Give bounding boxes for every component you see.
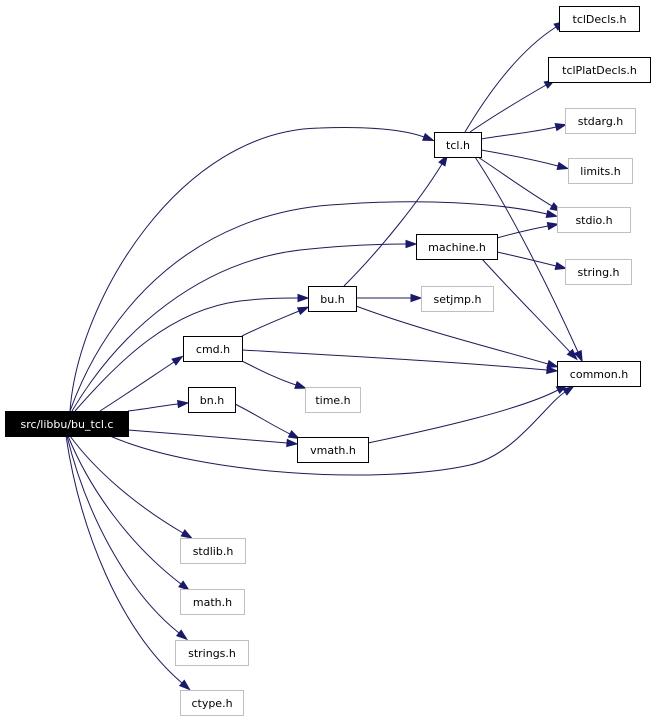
edge-vmath-h-to-common-h — [367, 384, 569, 444]
node-string-h: string.h — [565, 259, 632, 285]
edge-bu-tcl-c-to-ctype-h — [65, 435, 191, 691]
edge-bu-tcl-c-to-common-h — [109, 385, 575, 476]
edge-cmd-h-to-common-h — [241, 349, 559, 375]
edge-bu-h-to-setjmp-h — [355, 293, 423, 303]
node-label: tcl.h — [446, 139, 470, 152]
node-ctype-h: ctype.h — [180, 690, 244, 716]
edge-bu-tcl-c-to-math-h — [67, 435, 191, 591]
node-label: tclDecls.h — [573, 13, 627, 26]
edges-layer — [65, 20, 583, 691]
edge-bu-h-to-common-h — [355, 305, 560, 368]
edge-bu-tcl-c-to-strings-h — [66, 435, 189, 641]
node-time-h: time.h — [305, 387, 361, 413]
node-label: src/libbu/bu_tcl.c — [21, 418, 114, 431]
node-tclPlatDecls-h[interactable]: tclPlatDecls.h — [548, 57, 651, 83]
node-label: math.h — [193, 596, 232, 609]
node-label: ctype.h — [191, 697, 232, 710]
node-bn-h[interactable]: bn.h — [188, 387, 236, 413]
edge-cmd-h-to-time-h — [241, 360, 307, 389]
edge-bu-tcl-c-to-cmd-h — [99, 355, 184, 412]
node-machine-h[interactable]: machine.h — [416, 234, 498, 260]
node-tclDecls-h[interactable]: tclDecls.h — [559, 6, 640, 32]
node-label: strings.h — [188, 647, 236, 660]
node-label: machine.h — [428, 241, 486, 254]
edge-bu-tcl-c-to-bn-h — [127, 399, 190, 412]
edge-bu-h-to-tcl-h — [343, 154, 449, 287]
node-setjmp-h: setjmp.h — [421, 286, 494, 312]
edge-machine-h-to-common-h — [481, 258, 578, 361]
node-cmd-h[interactable]: cmd.h — [183, 336, 243, 362]
node-stdio-h: stdio.h — [557, 207, 631, 233]
edge-bu-tcl-c-to-vmath-h — [127, 429, 299, 448]
edge-cmd-h-to-bu-h — [241, 306, 310, 337]
node-label: bu.h — [320, 293, 344, 306]
node-label: cmd.h — [196, 343, 230, 356]
node-common-h[interactable]: common.h — [557, 361, 641, 387]
node-label: vmath.h — [310, 444, 356, 457]
node-math-h: math.h — [180, 589, 245, 615]
edge-machine-h-to-stdio-h — [496, 221, 560, 239]
edge-tcl-h-to-stdarg-h — [480, 123, 568, 140]
nodes-layer: src/libbu/bu_tcl.c tcl.h tclDecls.h tclPlat… — [5, 6, 651, 716]
edge-machine-h-to-string-h — [496, 251, 568, 270]
node-stdlib-h: stdlib.h — [180, 538, 246, 564]
node-label: string.h — [577, 266, 619, 279]
node-stdarg-h: stdarg.h — [565, 108, 636, 134]
node-label: bn.h — [200, 394, 224, 407]
node-label: stdarg.h — [578, 115, 624, 128]
node-tcl-h[interactable]: tcl.h — [434, 132, 482, 158]
node-bu-tcl-c[interactable]: src/libbu/bu_tcl.c — [5, 411, 129, 437]
edge-bu-tcl-c-to-stdio-h — [69, 201, 559, 412]
node-limits-h: limits.h — [568, 158, 633, 184]
edge-bn-h-to-vmath-h — [234, 403, 301, 440]
node-label: setjmp.h — [433, 293, 481, 306]
node-label: common.h — [570, 368, 628, 381]
edge-tcl-h-to-common-h — [474, 156, 583, 363]
node-label: stdlib.h — [193, 545, 234, 558]
node-label: stdio.h — [575, 214, 612, 227]
edge-tcl-h-to-limits-h — [480, 149, 570, 170]
node-label: tclPlatDecls.h — [562, 64, 637, 77]
edge-bu-tcl-c-to-tcl-h — [69, 126, 435, 412]
node-label: limits.h — [580, 165, 620, 178]
edge-tcl-h-to-tclPlatDecls-h — [469, 79, 556, 133]
node-label: time.h — [315, 394, 350, 407]
node-strings-h: strings.h — [175, 640, 249, 666]
edge-tcl-h-to-stdio-h — [477, 156, 562, 212]
edge-bu-tcl-c-to-bu-h — [74, 293, 310, 412]
edge-bu-tcl-c-to-machine-h — [71, 239, 418, 412]
edge-bu-tcl-c-to-stdlib-h — [69, 435, 193, 539]
node-vmath-h[interactable]: vmath.h — [297, 437, 369, 463]
node-bu-h[interactable]: bu.h — [308, 286, 357, 312]
